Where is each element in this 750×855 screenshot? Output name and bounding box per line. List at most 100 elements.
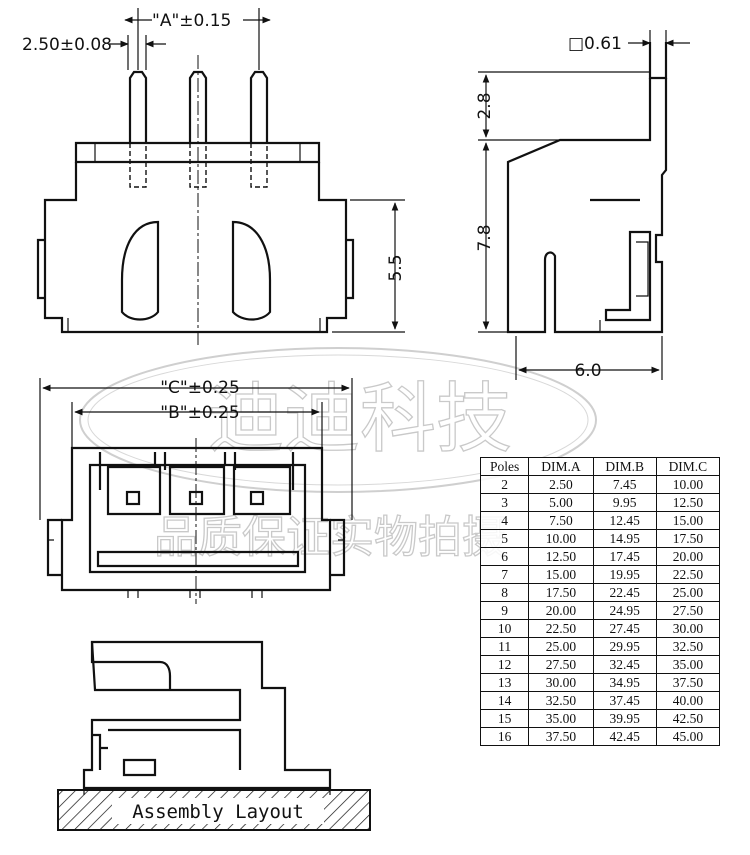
front-view: [36, 55, 355, 345]
table-cell: 11: [479, 637, 530, 656]
table-cell: 20.00: [528, 601, 594, 620]
side-view: [506, 42, 668, 334]
table-cell: 45.00: [655, 727, 721, 746]
table-cell: 24.95: [592, 601, 657, 620]
table-cell: 22.50: [655, 565, 721, 584]
table-cell: 27.45: [592, 619, 657, 638]
table-cell: 37.45: [592, 691, 657, 710]
table-cell: 17.50: [528, 583, 594, 602]
table-cell: 7.45: [592, 475, 657, 494]
table-cell: 37.50: [528, 727, 594, 746]
table-cell: 32.45: [592, 655, 657, 674]
table-cell: 2.50: [528, 475, 594, 494]
table-cell: 35.00: [528, 709, 594, 728]
watermark-title: 迪迪科技: [208, 374, 512, 463]
top-view: [46, 438, 346, 604]
table-cell: 7.50: [528, 511, 594, 530]
top-dimensions: "C"±0.25 "B"±0.25: [39, 378, 353, 520]
table-cell: 13: [479, 673, 530, 692]
table-header-row: Poles DIM.A DIM.B DIM.C: [479, 457, 721, 476]
table-cell: 9: [479, 601, 530, 620]
table-cell: 17.45: [592, 547, 657, 566]
table-cell: 15: [479, 709, 530, 728]
pin-square-label: □0.61: [568, 34, 622, 54]
pitch-label: 2.50±0.08: [22, 35, 112, 55]
table-cell: 14: [479, 691, 530, 710]
dim-a-label: "A"±0.15: [152, 11, 231, 31]
table-cell: 15.00: [655, 511, 721, 530]
table-cell: 22.50: [528, 619, 594, 638]
table-cell: 10.00: [528, 529, 594, 548]
table-cell: 25.00: [528, 637, 594, 656]
table-cell: 30.00: [528, 673, 594, 692]
table-cell: 40.00: [655, 691, 721, 710]
table-cell: 22.45: [592, 583, 657, 602]
depth-label: 6.0: [574, 361, 601, 381]
table-cell: 10: [479, 619, 530, 638]
assembly-view: Assembly Layout: [57, 640, 371, 831]
table-cell: 10.00: [655, 475, 721, 494]
table-cell: 17.50: [655, 529, 721, 548]
table-cell: 5: [479, 529, 530, 548]
header-dim-c: DIM.C: [655, 457, 721, 476]
table-cell: 12.45: [592, 511, 657, 530]
table-cell: 35.00: [655, 655, 721, 674]
table-cell: 29.95: [592, 637, 657, 656]
table-cell: 34.95: [592, 673, 657, 692]
table-cell: 12.50: [528, 547, 594, 566]
header-dim-b: DIM.B: [592, 457, 657, 476]
dim-b-label: "B"±0.25: [160, 403, 239, 423]
table-cell: 4: [479, 511, 530, 530]
table-cell: 25.00: [655, 583, 721, 602]
total-height-label: 7.8: [475, 224, 495, 251]
table-cell: 39.95: [592, 709, 657, 728]
assembly-layout-label: Assembly Layout: [132, 801, 304, 823]
table-cell: 42.45: [592, 727, 657, 746]
table-cell: 42.50: [655, 709, 721, 728]
table-cell: 3: [479, 493, 530, 512]
header-poles: Poles: [479, 457, 530, 476]
table-cell: 14.95: [592, 529, 657, 548]
table-cell: 2: [479, 475, 530, 494]
table-cell: 5.00: [528, 493, 594, 512]
header-dim-a: DIM.A: [528, 457, 594, 476]
table-cell: 30.00: [655, 619, 721, 638]
table-cell: 32.50: [655, 637, 721, 656]
pin-height-label: 2.8: [475, 92, 495, 119]
table-cell: 9.95: [592, 493, 657, 512]
table-cell: 27.50: [528, 655, 594, 674]
table-cell: 16: [479, 727, 530, 746]
table-cell: 19.95: [592, 565, 657, 584]
watermark: 迪迪科技 品质保证实物拍摄: [79, 347, 597, 564]
table-cell: 20.00: [655, 547, 721, 566]
front-dimensions: "A"±0.15 2.50±0.08 5.5: [22, 8, 406, 333]
side-dimensions: □0.61 2.8 7.8 6.0: [475, 30, 690, 381]
table-cell: 37.50: [655, 673, 721, 692]
table-cell: 32.50: [528, 691, 594, 710]
dim-c-label: "C"±0.25: [160, 378, 240, 398]
table-cell: 8: [479, 583, 530, 602]
table-cell: 12.50: [655, 493, 721, 512]
table-cell: 27.50: [655, 601, 721, 620]
table-cell: 15.00: [528, 565, 594, 584]
table-cell: 6: [479, 547, 530, 566]
body-height-label: 5.5: [386, 254, 406, 281]
